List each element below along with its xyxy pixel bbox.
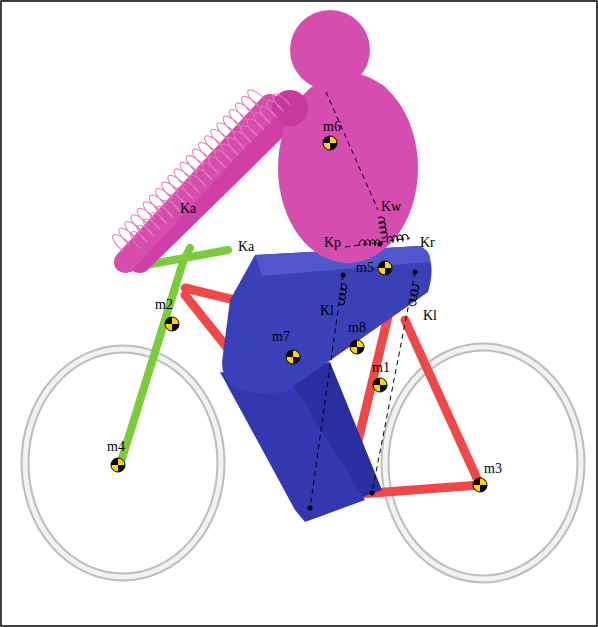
rider-legs bbox=[220, 246, 432, 522]
joint-dot bbox=[308, 242, 418, 511]
spring-symbol bbox=[409, 285, 419, 307]
rear-wheel bbox=[385, 347, 581, 579]
spring-label: Ka bbox=[238, 240, 254, 254]
front-wheel bbox=[25, 349, 221, 577]
fork-handlebar bbox=[120, 248, 228, 465]
mass-label: m3 bbox=[484, 462, 502, 476]
mass-label: m4 bbox=[107, 440, 125, 454]
mass-center-symbol bbox=[350, 340, 364, 354]
arm-spring bbox=[110, 87, 266, 252]
mass-label: m7 bbox=[272, 330, 290, 344]
mass-center-symbol bbox=[111, 458, 125, 472]
spring-symbol bbox=[360, 240, 381, 246]
spring-label: Kr bbox=[420, 236, 435, 250]
mass-label: m6 bbox=[323, 120, 341, 134]
rider-upper-body bbox=[125, 10, 418, 263]
mass-label: m2 bbox=[155, 298, 173, 312]
mass-label: m8 bbox=[348, 321, 366, 335]
spring-symbol bbox=[378, 216, 388, 238]
spring-label: Kp bbox=[324, 236, 341, 250]
mass-label: m5 bbox=[356, 261, 374, 275]
spring-label: Kw bbox=[381, 200, 401, 214]
linkage-line bbox=[310, 92, 415, 508]
mass-center-symbol bbox=[165, 317, 179, 331]
spring-label: Kl bbox=[320, 304, 334, 318]
spring-label: Kl bbox=[423, 309, 437, 323]
mass-center-symbol bbox=[286, 350, 300, 364]
mass-center-symbol bbox=[473, 478, 487, 492]
spring-symbol bbox=[387, 234, 409, 243]
spring-symbol bbox=[338, 284, 347, 306]
mass-center-symbol bbox=[323, 136, 337, 150]
mass-center-symbol bbox=[378, 261, 392, 275]
arm-spring bbox=[128, 91, 291, 249]
mass-label: m1 bbox=[372, 361, 390, 375]
spring-label: Ka bbox=[180, 202, 196, 216]
mass-center-symbol bbox=[373, 378, 387, 392]
